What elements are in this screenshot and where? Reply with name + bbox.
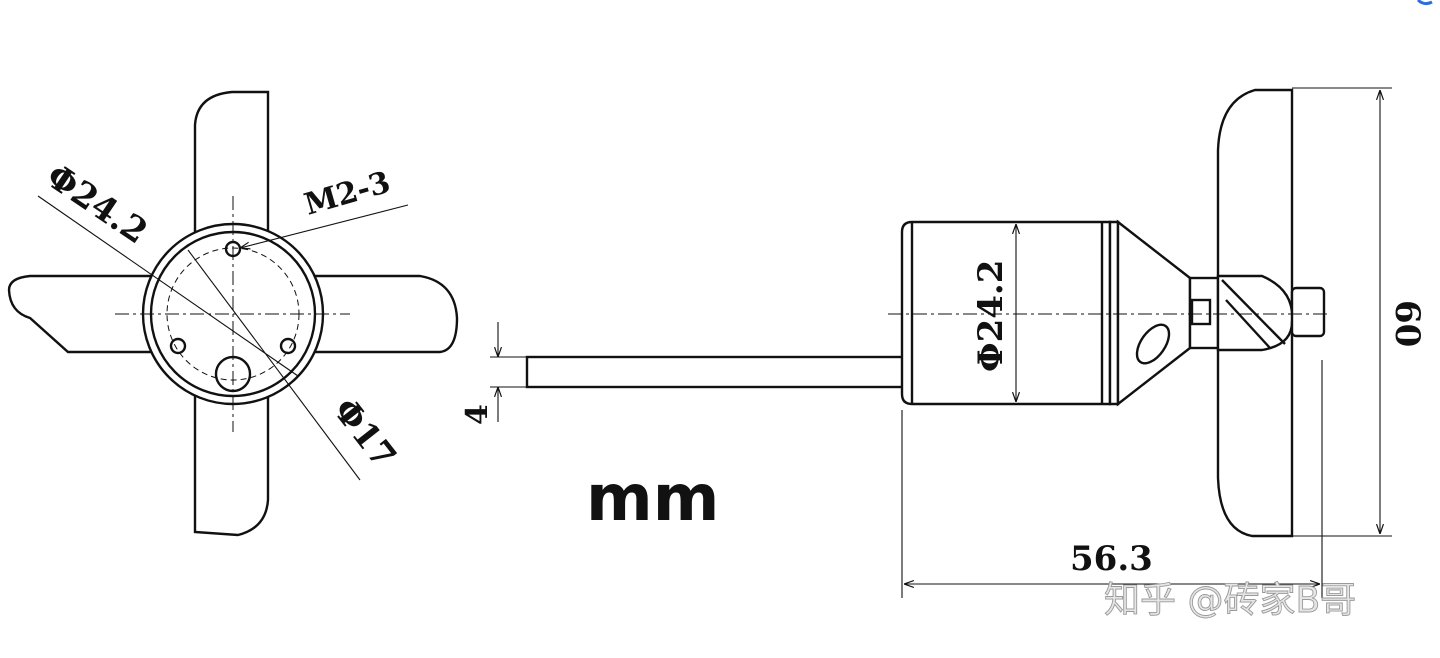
cone-vent (1135, 323, 1171, 365)
thread-label: M2-3 (301, 165, 395, 223)
screw-hole (279, 337, 297, 355)
corner-mark (1416, 0, 1433, 6)
set-screw (1190, 298, 1212, 326)
pitch-circle-label: Φ17 (325, 391, 404, 476)
side-view: 4 Φ24.2 56.3 60 (460, 87, 1427, 598)
blade-left (7, 274, 154, 354)
hub-nut (1290, 286, 1326, 338)
front-diameter-label: Φ24.2 (39, 156, 155, 252)
pitch-leader (187, 249, 361, 481)
unit-label: mm (586, 462, 719, 536)
screw-hole (169, 337, 187, 355)
front-view: Φ24.2 M2-3 Φ17 (7, 90, 459, 537)
dia-leader (37, 195, 299, 377)
length-label: 56.3 (1070, 539, 1153, 579)
height-label: 60 (1387, 300, 1427, 347)
motor-shaft (525, 355, 907, 389)
blade-right (310, 274, 459, 354)
thread-leader (240, 204, 409, 248)
shaft-diameter-label: 4 (460, 404, 495, 425)
body-diameter-label: Φ24.2 (971, 260, 1011, 372)
motor-cone (1116, 219, 1192, 407)
watermark: 知乎 @砖家B哥 (1104, 580, 1356, 621)
